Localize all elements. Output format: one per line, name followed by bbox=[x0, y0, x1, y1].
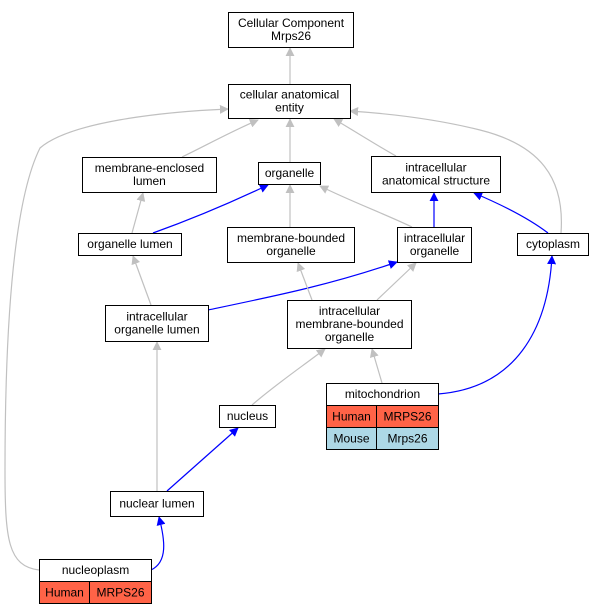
node-label: Mrps26 bbox=[271, 29, 311, 43]
node-label: organelle bbox=[266, 244, 316, 258]
edge-intracellular-membrane-bounded-organelle-to-intracellular-organelle bbox=[376, 262, 417, 301]
node-label: intracellular bbox=[405, 161, 466, 175]
node-label: organelle lumen bbox=[114, 323, 199, 337]
edge-intracellular-organelle-to-organelle bbox=[319, 185, 413, 228]
node-box bbox=[517, 233, 589, 256]
node-label: Cellular Component bbox=[238, 16, 345, 30]
edges-layer bbox=[4, 47, 563, 571]
edge-membrane-enclosed-lumen-to-cellular-anatomical-entity bbox=[181, 119, 259, 158]
node-label: entity bbox=[275, 101, 304, 115]
edge-nucleoplasm-to-nuclear-lumen bbox=[150, 516, 166, 571]
edge-nucleoplasm-to-cellular-anatomical-entity bbox=[4, 104, 229, 571]
node-nucleus[interactable]: nucleus bbox=[219, 405, 276, 428]
edge-cytoplasm-to-cellular-anatomical-entity bbox=[349, 107, 563, 234]
node-label: membrane-bounded bbox=[237, 231, 345, 245]
node-box bbox=[228, 12, 354, 48]
species-row-human: Human MRPS26 bbox=[326, 405, 439, 428]
node-label: lumen bbox=[133, 174, 166, 188]
species-label: Human bbox=[45, 586, 84, 600]
edge-cytoplasm-to-intracellular-anatomical-structure bbox=[473, 192, 549, 234]
node-label: organelle bbox=[410, 244, 460, 258]
node-label: membrane-enclosed bbox=[95, 161, 204, 175]
node-box bbox=[82, 157, 217, 193]
gene-label: Mrps26 bbox=[387, 432, 427, 446]
node-box bbox=[397, 227, 472, 263]
species-label: Mouse bbox=[333, 432, 369, 446]
node-box bbox=[78, 233, 182, 256]
edge-organelle-lumen-to-organelle bbox=[152, 184, 269, 234]
edge-intracellular-anatomical-structure-to-cellular-anatomical-entity bbox=[333, 118, 397, 157]
edge-mitochondrion-to-intracellular-membrane-bounded-organelle bbox=[369, 348, 383, 384]
node-box bbox=[227, 227, 355, 263]
node-box bbox=[287, 300, 412, 349]
node-label: nucleoplasm bbox=[62, 563, 129, 577]
edge-mitochondrion-to-cytoplasm bbox=[437, 255, 557, 395]
gene-label: MRPS26 bbox=[383, 410, 431, 424]
edge-intracellular-organelle-lumen-to-organelle-lumen bbox=[131, 255, 152, 306]
node-label: cellular anatomical bbox=[240, 88, 339, 102]
node-label: anatomical structure bbox=[382, 174, 490, 188]
node-nuclear-lumen[interactable]: nuclear lumen bbox=[110, 491, 204, 517]
node-label: nucleus bbox=[227, 409, 268, 423]
node-label: cytoplasm bbox=[526, 237, 580, 251]
node-box bbox=[105, 305, 209, 342]
gene-cell bbox=[376, 427, 439, 450]
node-cytoplasm[interactable]: cytoplasm bbox=[517, 233, 589, 256]
node-organelle-lumen[interactable]: organelle lumen bbox=[78, 233, 182, 256]
node-box bbox=[228, 84, 351, 119]
node-label: mitochondrion bbox=[345, 387, 420, 401]
gene-cell bbox=[89, 581, 152, 604]
node-label: nuclear lumen bbox=[119, 497, 194, 511]
edge-intracellular-membrane-bounded-organelle-to-membrane-bounded-organelle bbox=[296, 262, 313, 301]
species-label: Human bbox=[332, 410, 371, 424]
species-row-mouse: Mouse Mrps26 bbox=[326, 427, 439, 450]
node-box bbox=[371, 156, 501, 193]
node-box bbox=[258, 162, 321, 185]
edge-intracellular-organelle-lumen-to-intracellular-organelle bbox=[207, 260, 398, 311]
gene-label: MRPS26 bbox=[96, 586, 144, 600]
species-row-human: Human MRPS26 bbox=[39, 581, 152, 604]
node-label: organelle bbox=[325, 330, 375, 344]
node-label: organelle lumen bbox=[87, 237, 172, 251]
edge-organelle-lumen-to-membrane-enclosed-lumen bbox=[131, 192, 146, 234]
edge-nuclear-lumen-to-nucleus bbox=[166, 427, 239, 492]
node-organelle[interactable]: organelle bbox=[258, 162, 321, 185]
edge-nucleus-to-intracellular-membrane-bounded-organelle bbox=[251, 348, 326, 406]
node-label: membrane-bounded bbox=[295, 317, 403, 331]
node-label: organelle bbox=[265, 166, 315, 180]
node-label: intracellular bbox=[404, 231, 465, 245]
node-box bbox=[219, 405, 276, 428]
node-box bbox=[110, 491, 204, 517]
node-label: intracellular bbox=[319, 304, 380, 318]
node-label: intracellular bbox=[126, 310, 187, 324]
